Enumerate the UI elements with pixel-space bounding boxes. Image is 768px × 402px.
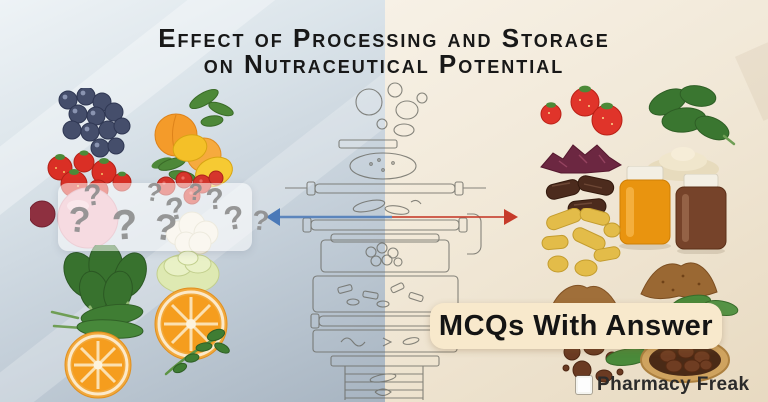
red-right-arrowhead-icon [504, 209, 518, 225]
page-title: Effect of Processing and Storage on Nutr… [0, 25, 768, 77]
question-mark: ? [151, 205, 180, 250]
question-mark: ? [250, 204, 271, 237]
question-mark: ? [186, 178, 204, 207]
question-mark: ? [65, 197, 93, 242]
mcqs-badge: MCQs With Answer [430, 303, 722, 349]
transformation-arrows [266, 208, 518, 226]
brand-name: Pharmacy Freak [597, 374, 750, 395]
herb-sprig-illustration [164, 328, 230, 376]
processing-machine-diagram [285, 82, 486, 400]
artichoke-illustration [156, 250, 220, 295]
orange-slice-bottom-illustration [64, 331, 132, 399]
amber-supplement-jar-illustration [619, 166, 671, 250]
brand-logo: Pharmacy Freak [576, 374, 749, 396]
spinach-bunch-illustration [63, 245, 147, 335]
spinach-leaves-right-illustration [648, 85, 736, 146]
square-outline-logo-icon [576, 376, 592, 394]
title-line-1: Effect of Processing and Storage [158, 23, 610, 53]
question-mark: ? [220, 197, 248, 238]
mcqs-badge-label: MCQs With Answer [438, 309, 714, 342]
brown-powder-pile-illustration [640, 262, 718, 300]
title-line-2: on Nutraceutical Potential [203, 49, 565, 79]
brown-supplement-jar-illustration [675, 174, 727, 254]
yellow-capsules-illustration [541, 208, 621, 277]
question-marks-panel: ? ? ? ? ? ? ? ? ? ? [58, 176, 271, 251]
hibiscus-petals-illustration [540, 144, 622, 174]
blueberries-illustration [58, 88, 131, 158]
question-mark: ? [110, 200, 140, 249]
strawberries-right-illustration [540, 85, 623, 136]
blue-left-arrowhead-icon [266, 208, 280, 226]
